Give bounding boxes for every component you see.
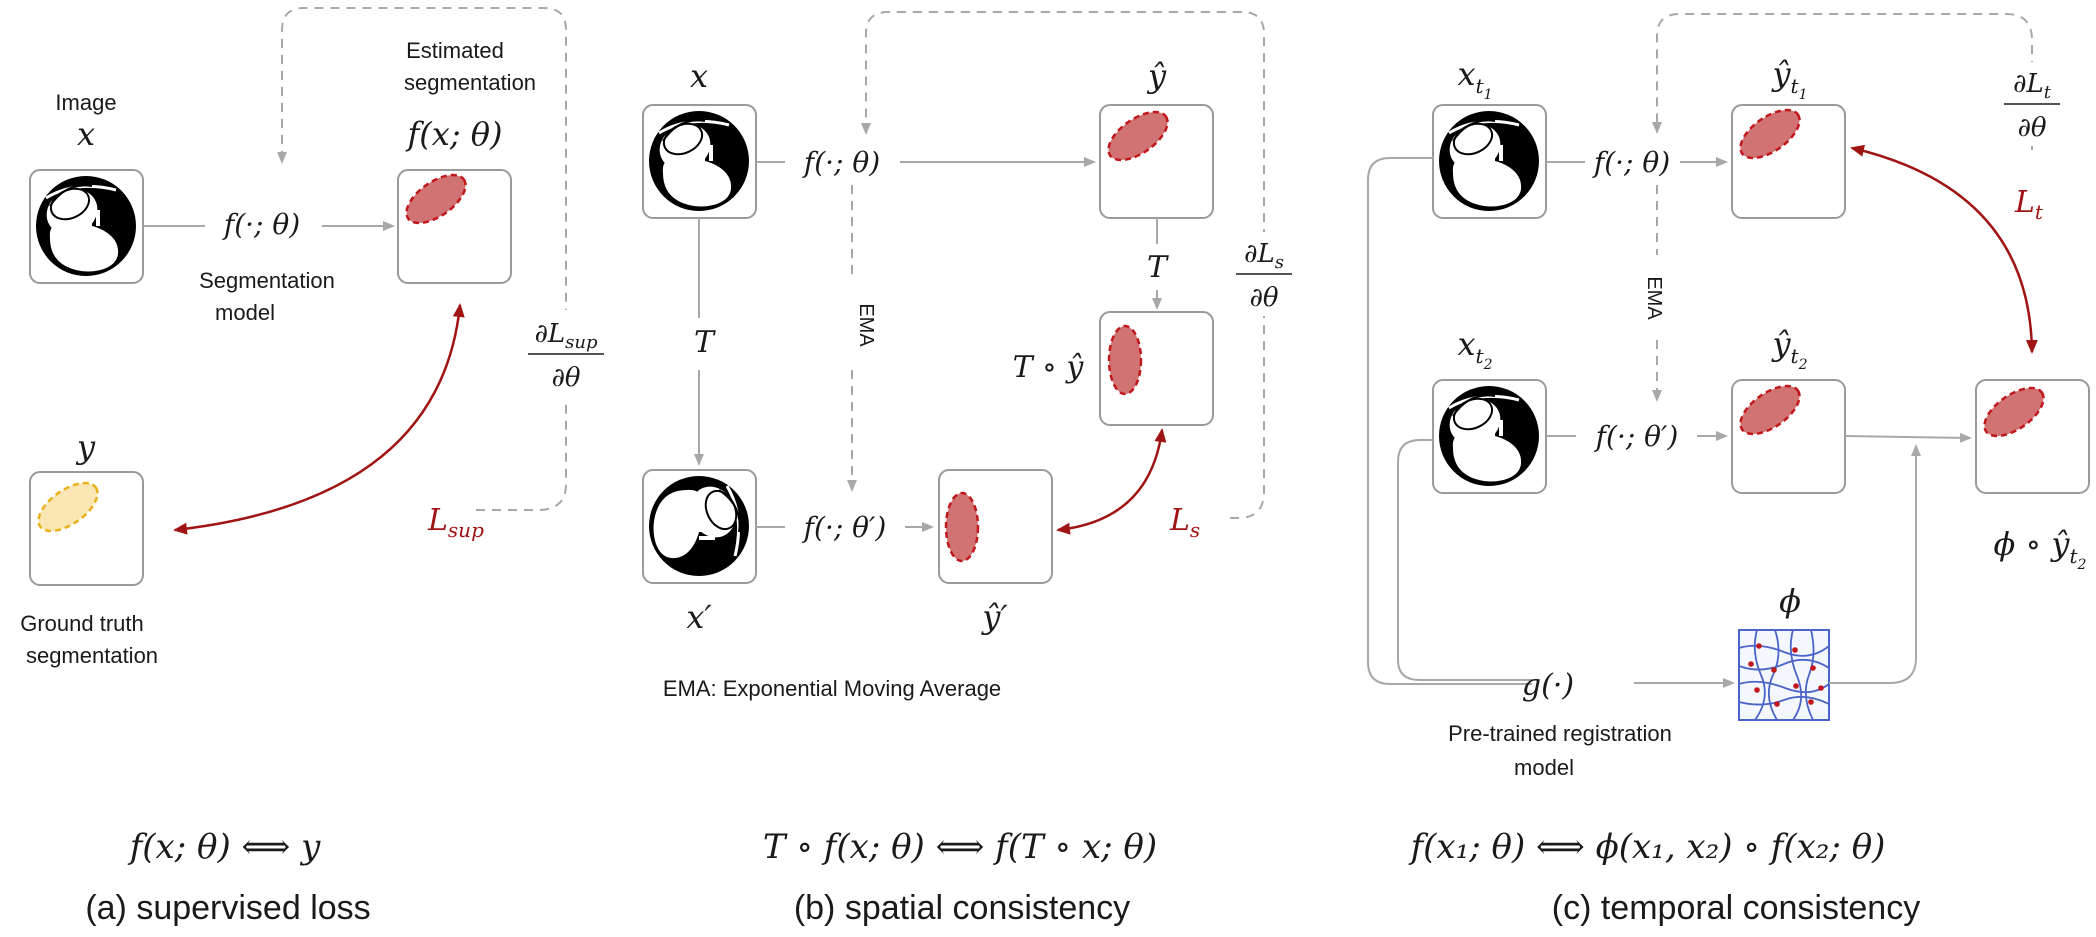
gradient-denominator: ∂θ	[551, 363, 580, 393]
estimated-label-line1: Estimated	[406, 38, 504, 63]
fetal-image-icon	[647, 109, 751, 213]
image-label: Image	[55, 90, 116, 115]
transformed-input-label: x′	[686, 598, 712, 636]
estimated-segmentation-mask	[405, 173, 467, 225]
teacher-prediction-label: ŷ′	[980, 598, 1008, 636]
temporal-loss-label: Lt	[2014, 185, 2044, 224]
ema-label: EMA	[855, 303, 877, 347]
panel-b: x f(·; θ) ŷ T T ∘ ŷ T x′ EMA f(·; θ′) ŷ′	[642, 11, 1300, 927]
deformation-to-warp-path	[1829, 444, 1921, 684]
supervised-loss-arrow	[173, 303, 465, 535]
caption-b: (b) spatial consistency	[794, 889, 1130, 927]
gradient-numerator: ∂Lt	[2013, 69, 2052, 103]
equation-b: T ∘ f(x; θ) ⟺ f(T ∘ x; θ)	[763, 827, 1157, 867]
flow-arrow	[1844, 432, 1972, 443]
gt-label-line1: Ground truth	[20, 611, 144, 636]
gradient-numerator: ∂Lsup	[534, 319, 598, 353]
transform-t-label-left: T	[694, 325, 716, 360]
input-x-label: x	[690, 57, 708, 95]
fetal-image-icon	[1437, 109, 1541, 213]
gt-label-line2: segmentation	[26, 643, 158, 668]
gradient-denominator: ∂θ	[1249, 283, 1278, 313]
transformed-prediction-mask	[1107, 324, 1143, 396]
teacher-prediction-mask	[944, 491, 980, 563]
gradient-label-bg	[520, 310, 612, 402]
prediction-yt1-label: ŷt1	[1770, 55, 1807, 103]
estimated-output-label: f(x; θ)	[405, 115, 502, 153]
transformed-prediction-label: T ∘ ŷ	[1013, 350, 1085, 385]
warped-prediction-label: ϕ ∘ ŷt2	[1994, 525, 2087, 573]
panel-a: Image x Estimated segmentation f(x; θ) f…	[20, 7, 612, 927]
deformation-phi-label: ϕ	[1779, 582, 1801, 620]
input-xt1-label: xt1	[1457, 55, 1492, 103]
gradient-feedback-path	[861, 11, 1265, 519]
registration-input-path	[1397, 439, 1532, 681]
prediction-yt2-label: ŷt2	[1770, 325, 1807, 373]
model-label-line2: model	[215, 300, 275, 325]
model-label-line1: Segmentation	[199, 268, 335, 293]
gradient-denominator: ∂θ	[2017, 113, 2046, 143]
input-xt2-label: xt2	[1457, 325, 1492, 373]
model-function-label: f(·; θ)	[222, 208, 300, 241]
teacher-function-label: f(·; θ′)	[802, 511, 887, 544]
registration-label-line1: Pre-trained registration	[1448, 721, 1672, 746]
ema-label: EMA	[1643, 276, 1665, 320]
student-function-label: f(·; θ)	[802, 146, 880, 179]
caption-c: (c) temporal consistency	[1552, 889, 1920, 927]
ground-truth-mask	[37, 481, 99, 533]
ema-note: EMA: Exponential Moving Average	[663, 676, 1001, 701]
teacher-function-label: f(·; θ′)	[1594, 420, 1679, 453]
warped-prediction-mask	[1983, 386, 2045, 438]
input-x-label: x	[77, 115, 95, 153]
prediction-t1-mask	[1739, 108, 1801, 160]
transformed-fetal-image-icon	[647, 474, 751, 578]
spatial-loss-label: Ls	[1169, 503, 1200, 542]
gradient-feedback-path	[1652, 13, 2033, 150]
gradient-feedback-path	[277, 7, 567, 511]
transform-t-label-right: T	[1147, 250, 1169, 285]
spatial-loss-arrow	[1056, 428, 1167, 535]
prediction-t2-mask	[1739, 384, 1801, 436]
fetal-image-icon	[34, 174, 138, 278]
deformation-field-icon	[1738, 629, 1830, 721]
prediction-yhat-label: ŷ	[1146, 57, 1167, 95]
ground-truth-y-label: y	[75, 428, 96, 466]
equation-c: f(x₁; θ) ⟺ ϕ(x₁, x₂) ∘ f(x₂; θ)	[1408, 827, 1886, 867]
registration-label-line2: model	[1514, 755, 1574, 780]
student-function-label: f(·; θ)	[1592, 146, 1670, 179]
supervised-loss-label: Lsup	[427, 503, 484, 542]
registration-input-path	[1367, 157, 1532, 685]
gradient-numerator: ∂Ls	[1244, 239, 1284, 273]
equation-a: f(x; θ) ⟺ y	[127, 827, 321, 867]
registration-function-label: g(·)	[1522, 668, 1574, 703]
caption-a: (a) supervised loss	[85, 889, 370, 927]
fetal-image-icon	[1437, 384, 1541, 488]
prediction-mask	[1107, 110, 1169, 162]
panel-c: xt1 f(·; θ) ŷt1 EMA xt2 f(·; θ′) ŷt2 ϕ ∘…	[1367, 13, 2090, 927]
temporal-loss-arrow	[1850, 144, 2038, 354]
estimated-label-line2: segmentation	[404, 70, 536, 95]
